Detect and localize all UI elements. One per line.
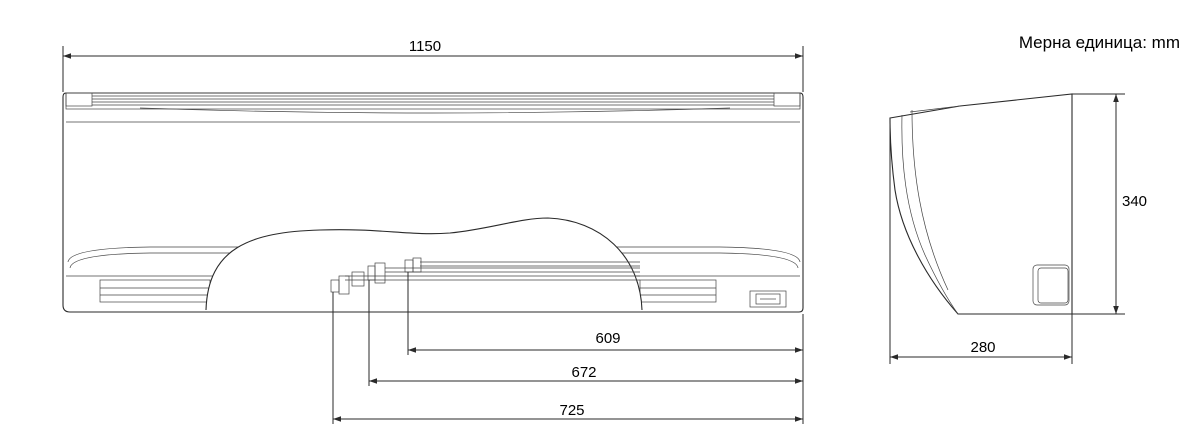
- piping-cover: [205, 217, 643, 311]
- pipe-fitting-2: [338, 275, 350, 295]
- drain-port-icon: [755, 293, 781, 305]
- front-panel-top-curve: [139, 107, 731, 114]
- dimension-depth-label: 280: [970, 339, 995, 356]
- refrigerant-pipes: [330, 257, 640, 295]
- dimension-pipe-609-label: 609: [595, 330, 620, 347]
- side-body-outline: [889, 93, 1073, 315]
- unit-label: Мерна единица: mm: [1019, 33, 1180, 52]
- side-view: [889, 93, 1073, 315]
- top-left-cap: [65, 92, 93, 107]
- side-inner-contour: [911, 109, 949, 291]
- dimension-width-label: 1150: [409, 38, 441, 55]
- pipe-fitting-7: [412, 257, 422, 273]
- pipe-fitting-5: [374, 262, 386, 284]
- top-grille-lines: [92, 95, 774, 106]
- top-right-cap: [773, 92, 801, 107]
- dimension-width: 1150: [62, 38, 804, 92]
- side-pipe-cover: [1032, 264, 1070, 306]
- dimension-height: 340: [1072, 93, 1147, 315]
- dimension-pipe-725-label: 725: [559, 402, 584, 419]
- front-view: [62, 92, 804, 313]
- dimension-pipes: 609 672 725: [332, 272, 804, 424]
- drain-port-frame: [749, 290, 787, 308]
- pipe-fitting-3: [351, 271, 365, 287]
- side-top-edge: [909, 105, 961, 113]
- side-front-panel-line: [901, 114, 959, 315]
- dimension-pipe-672-label: 672: [571, 364, 596, 381]
- dimension-depth: 280: [889, 122, 1073, 364]
- dimension-height-label: 340: [1122, 193, 1147, 210]
